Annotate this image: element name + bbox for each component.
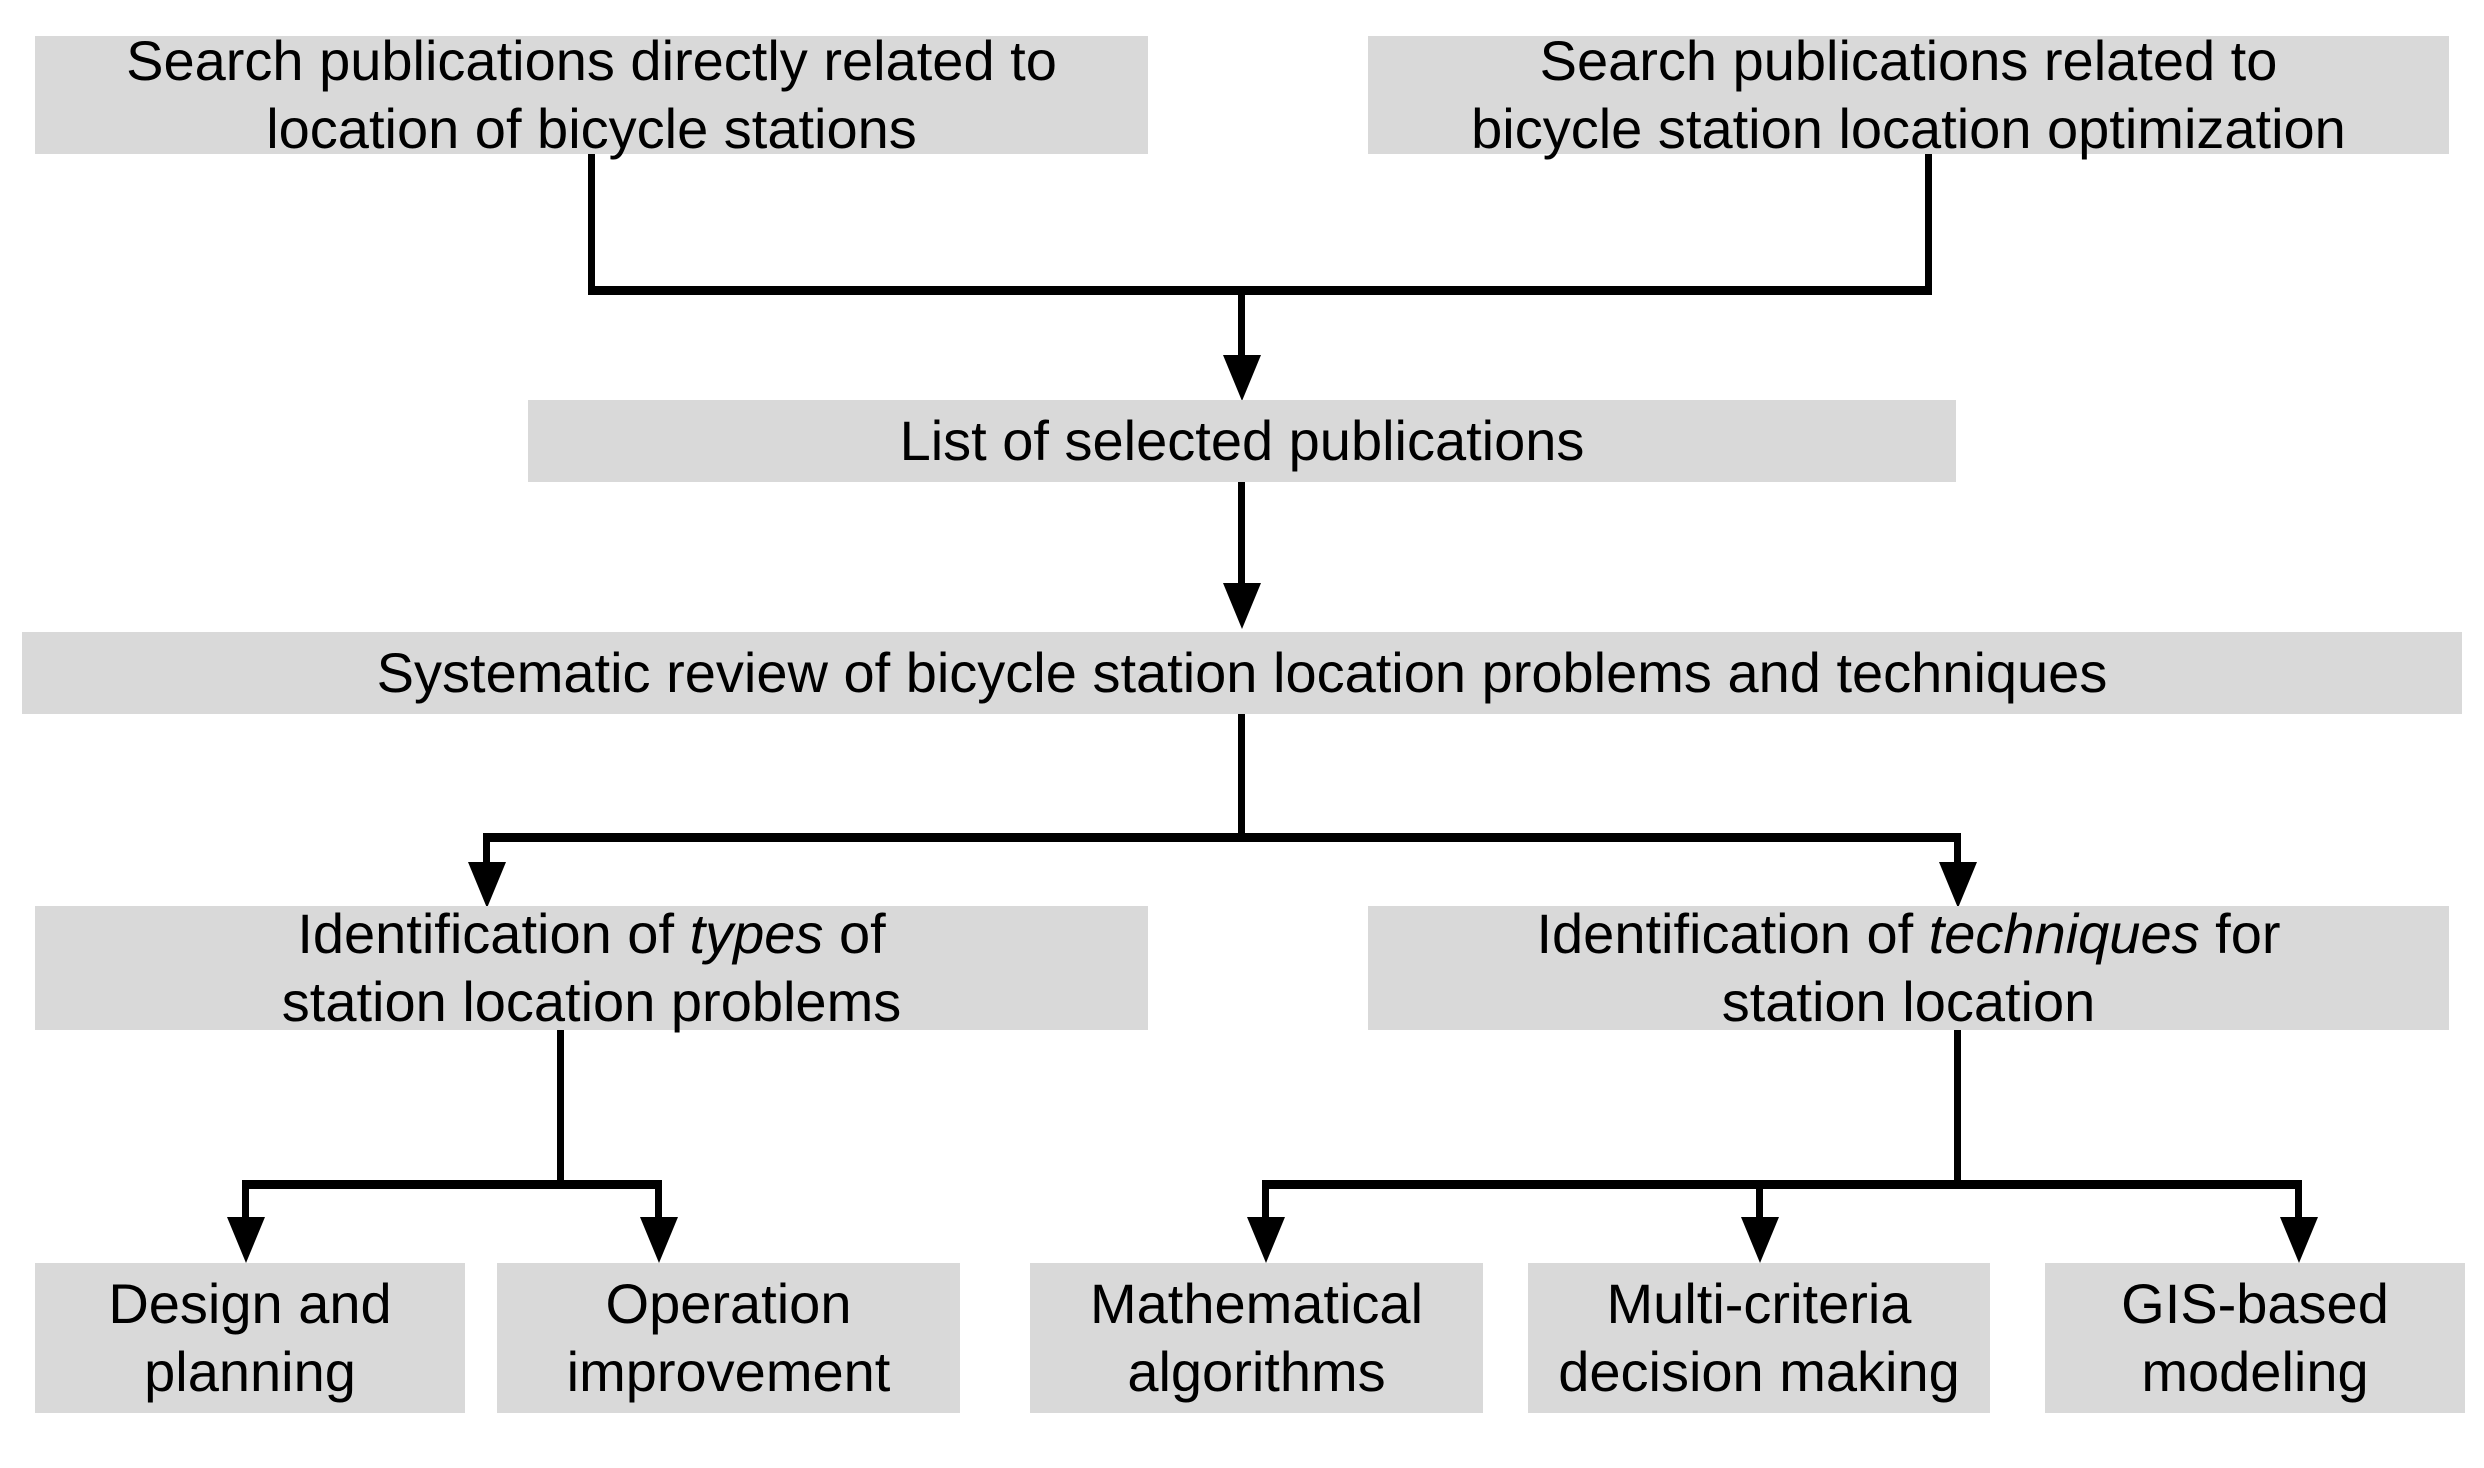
edge-list-to-review (1238, 482, 1245, 586)
edge-review-stem-down (1238, 714, 1245, 840)
edge-techniques-stem-down (1954, 1030, 1961, 1186)
arrowhead-to-review (1223, 583, 1261, 629)
edge-search-optimization-down (1925, 154, 1932, 294)
edge-techniques-mid-down (1756, 1180, 1763, 1222)
node-label: Multi-criteria decision making (1558, 1271, 1960, 1403)
arrowhead-to-design-planning (227, 1217, 265, 1263)
edge-split-bar-review (483, 833, 1961, 842)
node-systematic-review[interactable]: Systematic review of bicycle station loc… (22, 632, 2462, 714)
node-search-publications-direct[interactable]: Search publications directly related to … (35, 29, 1148, 160)
edge-types-left-down (242, 1180, 249, 1222)
edge-split-bar-techniques (1262, 1180, 2302, 1189)
node-design-and-planning[interactable]: Design and planning (35, 1263, 465, 1413)
label-line-2: station location (1721, 970, 2096, 1033)
node-label: Operation improvement (566, 1271, 891, 1403)
edge-merge-stem-to-list (1238, 286, 1245, 360)
label-emphasis: techniques (1928, 901, 2200, 965)
label-emphasis: types (689, 901, 824, 965)
edge-techniques-right-down (2295, 1180, 2302, 1222)
arrowhead-to-multi-criteria (1741, 1217, 1779, 1263)
edge-split-left-down (483, 833, 490, 867)
arrowhead-to-operation-improvement (640, 1217, 678, 1263)
node-label: Search publications related to bicycle s… (1471, 28, 2346, 160)
arrowhead-to-mathematical-algorithms (1247, 1217, 1285, 1263)
arrowhead-to-types (468, 862, 506, 908)
node-operation-improvement[interactable]: Operation improvement (497, 1263, 960, 1413)
node-label: Systematic review of bicycle station loc… (376, 640, 2108, 704)
node-search-publications-optimization[interactable]: Search publications related to bicycle s… (1368, 29, 2449, 160)
node-label: List of selected publications (899, 408, 1585, 472)
node-list-of-selected-publications[interactable]: List of selected publications (528, 400, 1956, 482)
edge-types-stem-down (557, 1030, 564, 1186)
node-gis-based-modeling[interactable]: GIS-based modeling (2045, 1263, 2465, 1413)
arrowhead-to-list (1223, 355, 1261, 401)
label-part-1: Identification of (297, 901, 690, 965)
node-label: Identification of techniques for station … (1378, 900, 2439, 1037)
label-line-2: station location problems (281, 970, 902, 1033)
edge-techniques-left-down (1262, 1180, 1269, 1222)
node-label: GIS-based modeling (2121, 1271, 2389, 1403)
label-part-1: Identification of (1536, 901, 1929, 965)
edge-split-bar-types (242, 1180, 662, 1189)
label-part-2: for (2199, 901, 2281, 965)
node-label: Design and planning (108, 1271, 392, 1403)
label-part-2: of (823, 901, 886, 965)
edge-split-right-down (1954, 833, 1961, 867)
node-label: Mathematical algorithms (1089, 1271, 1424, 1403)
node-multi-criteria-decision-making[interactable]: Multi-criteria decision making (1528, 1263, 1990, 1413)
node-label: Search publications directly related to … (126, 28, 1057, 160)
edge-types-right-down (655, 1180, 662, 1222)
arrowhead-to-techniques (1939, 862, 1977, 908)
edge-search-direct-down (588, 154, 595, 294)
node-mathematical-algorithms[interactable]: Mathematical algorithms (1030, 1263, 1483, 1413)
edge-merge-bar-top (588, 286, 1932, 295)
node-identification-of-techniques[interactable]: Identification of techniques for station … (1368, 902, 2449, 1033)
arrowhead-to-gis-based (2280, 1217, 2318, 1263)
